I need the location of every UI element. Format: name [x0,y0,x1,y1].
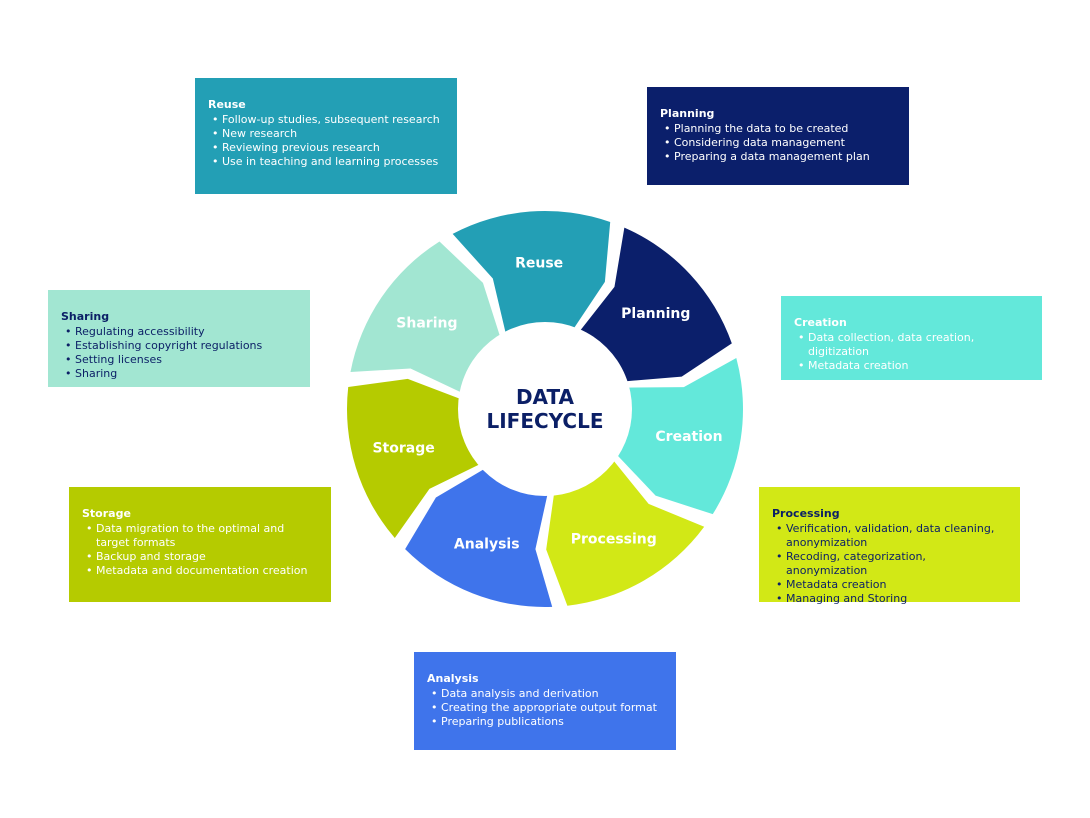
list-item: Metadata creation [772,578,1008,592]
list-item: Sharing [61,367,298,381]
segment-analysis [405,467,553,607]
card-sharing: SharingRegulating accessibilityEstablish… [48,290,310,387]
wheel-segments [347,211,743,607]
center-title-line-1: DATA [516,385,575,409]
segment-label-sharing: Sharing [396,315,457,331]
segment-label-planning: Planning [621,306,690,322]
list-item: Data migration to the optimal and target… [82,522,319,550]
segment-reuse [452,211,611,336]
segment-processing [546,458,705,606]
list-item: New research [208,127,445,141]
segment-label-reuse: Reuse [515,256,563,272]
card-title-reuse: Reuse [208,98,246,111]
list-item: Preparing a data management plan [660,150,897,164]
segment-sharing [350,241,501,394]
list-item: Follow-up studies, subsequent research [208,113,445,127]
list-item: Metadata and documentation creation [82,564,319,578]
list-item: Backup and storage [82,550,319,564]
list-item: Creating the appropriate output format [427,701,664,715]
segment-label-analysis: Analysis [454,536,520,552]
segment-label-creation: Creation [655,429,722,445]
card-list-creation: Data collection, data creation, digitiza… [794,331,1030,373]
center-circle [458,322,632,496]
list-item: Setting licenses [61,353,298,367]
card-list-planning: Planning the data to be createdConsideri… [660,122,897,164]
card-list-sharing: Regulating accessibilityEstablishing cop… [61,325,298,381]
card-creation: CreationData collection, data creation, … [781,296,1042,380]
list-item: Recoding, categorization, anonymization [772,550,1008,578]
card-title-planning: Planning [660,107,715,120]
list-item: Data collection, data creation, digitiza… [794,331,1030,359]
card-title-creation: Creation [794,316,847,329]
list-item: Establishing copyright regulations [61,339,298,353]
segment-label-processing: Processing [571,531,657,547]
card-title-sharing: Sharing [61,310,110,323]
card-processing: ProcessingVerification, validation, data… [759,487,1020,606]
list-item: Considering data management [660,136,897,150]
list-item: Verification, validation, data cleaning,… [772,522,1008,550]
card-planning: PlanningPlanning the data to be createdC… [647,87,909,185]
segment-label-storage: Storage [372,440,434,456]
card-list-processing: Verification, validation, data cleaning,… [772,522,1008,606]
list-item: Data analysis and derivation [427,687,664,701]
card-title-processing: Processing [772,507,840,520]
list-item: Regulating accessibility [61,325,298,339]
card-title-analysis: Analysis [427,672,479,685]
list-item: Metadata creation [794,359,1030,373]
segment-creation [615,357,743,515]
card-list-storage: Data migration to the optimal and target… [82,522,319,578]
list-item: Use in teaching and learning processes [208,155,445,169]
list-item: Reviewing previous research [208,141,445,155]
card-analysis: AnalysisData analysis and derivationCrea… [414,652,676,750]
card-title-storage: Storage [82,507,131,520]
segment-planning [578,227,732,382]
card-list-reuse: Follow-up studies, subsequent researchNe… [208,113,445,169]
segment-storage [347,378,483,539]
card-list-analysis: Data analysis and derivationCreating the… [427,687,664,729]
card-reuse: ReuseFollow-up studies, subsequent resea… [195,78,457,194]
list-item: Preparing publications [427,715,664,729]
list-item: Planning the data to be created [660,122,897,136]
card-storage: StorageData migration to the optimal and… [69,487,331,602]
center-title-line-2: LIFECYCLE [486,409,603,433]
list-item: Managing and Storing [772,592,1008,606]
